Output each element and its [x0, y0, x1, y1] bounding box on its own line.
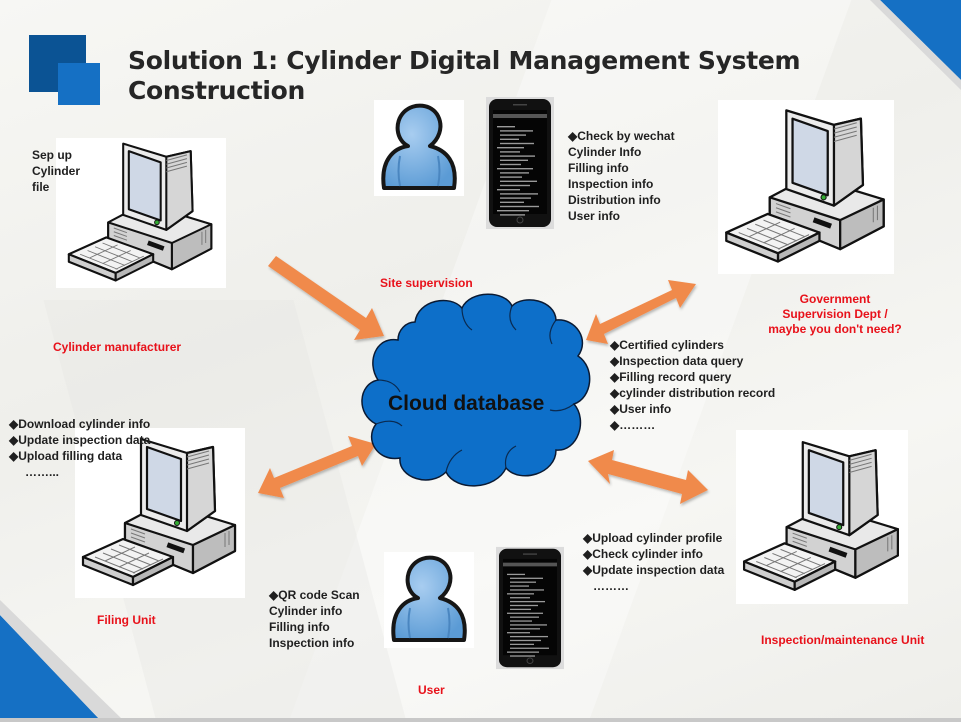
note-line: ◆Upload filling data: [9, 449, 123, 463]
desktop-computer-icon: [718, 100, 894, 274]
note-line: User info: [568, 209, 621, 223]
note-line: Inspection info: [269, 636, 355, 650]
page-title: Solution 1: Cylinder Digital Management …: [128, 46, 801, 106]
note-line: ……...: [25, 465, 60, 479]
note-line: ◆………: [610, 418, 656, 432]
smartphone-icon: [485, 96, 555, 230]
note-line: ◆Update inspection data: [583, 563, 725, 577]
corner-stripe-top-right: [870, 0, 961, 90]
site-supervision-notes: ◆Check by wechat Cylinder Info Filling i…: [568, 128, 675, 224]
note-line: ◆QR code Scan: [269, 588, 360, 602]
user-label: User: [418, 683, 445, 697]
cloud-database-label: Cloud database: [388, 392, 545, 415]
note-line: ◆cylinder distribution record: [610, 386, 776, 400]
note-line: ◆Certified cylinders: [610, 338, 724, 352]
desktop-computer-icon: [736, 430, 908, 604]
arrow-filing-cloud: [258, 436, 376, 498]
note-line: ◆Filling record query: [610, 370, 732, 384]
government-label-line: Government: [799, 292, 871, 306]
person-icon: [374, 100, 464, 196]
note-line: ◆Inspection data query: [610, 354, 744, 368]
arrow-manufacturer-to-cloud: [268, 256, 384, 340]
note-line: ◆Update inspection data: [9, 433, 151, 447]
arrow-inspection-cloud: [588, 450, 708, 504]
corner-stripe-bottom-left: [0, 600, 125, 722]
government-label-line: Supervision Dept /: [782, 307, 888, 321]
title-square-light: [58, 63, 100, 105]
filing-unit-label: Filing Unit: [97, 613, 156, 627]
manufacturer-label: Cylinder manufacturer: [53, 340, 182, 354]
note-line: ………: [593, 579, 629, 593]
desktop-computer-icon: [56, 138, 226, 288]
note-line: file: [32, 180, 50, 194]
government-notes: ◆Certified cylinders ◆Inspection data qu…: [610, 337, 775, 433]
note-line: ◆Check cylinder info: [583, 547, 703, 561]
inspection-unit-notes: ◆Upload cylinder profile ◆Check cylinder…: [583, 530, 724, 594]
note-line: Cylinder: [32, 164, 81, 178]
user-notes: ◆QR code Scan Cylinder info Filling info…: [269, 587, 360, 651]
bottom-border: [0, 718, 961, 722]
note-line: Distribution info: [568, 193, 661, 207]
site-supervision-label: Site supervision: [380, 276, 473, 290]
manufacturer-notes: Sep up Cylinder file: [32, 147, 80, 195]
person-icon: [384, 552, 474, 648]
note-line: Sep up: [32, 148, 73, 162]
note-line: Cylinder info: [269, 604, 343, 618]
note-line: Inspection info: [568, 177, 654, 191]
note-line: Cylinder Info: [568, 145, 642, 159]
page-title-line1: Solution 1: Cylinder Digital Management …: [128, 46, 801, 75]
note-line: Filling info: [568, 161, 629, 175]
note-line: ◆Check by wechat: [568, 129, 675, 143]
smartphone-icon: [495, 546, 565, 670]
government-label-line: maybe you don't need?: [768, 322, 902, 336]
filing-unit-notes: ◆Download cylinder info ◆Update inspecti…: [9, 416, 150, 480]
note-line: ◆Upload cylinder profile: [583, 531, 723, 545]
desktop-computer-icon: [75, 428, 245, 598]
government-label: Government Supervision Dept / maybe you …: [765, 292, 905, 337]
note-line: ◆Download cylinder info: [9, 417, 151, 431]
note-line: ◆User info: [610, 402, 672, 416]
note-line: Filling info: [269, 620, 330, 634]
page-title-line2: Construction: [128, 76, 305, 105]
arrow-government-cloud: [586, 280, 696, 344]
inspection-unit-label: Inspection/maintenance Unit: [761, 633, 925, 647]
